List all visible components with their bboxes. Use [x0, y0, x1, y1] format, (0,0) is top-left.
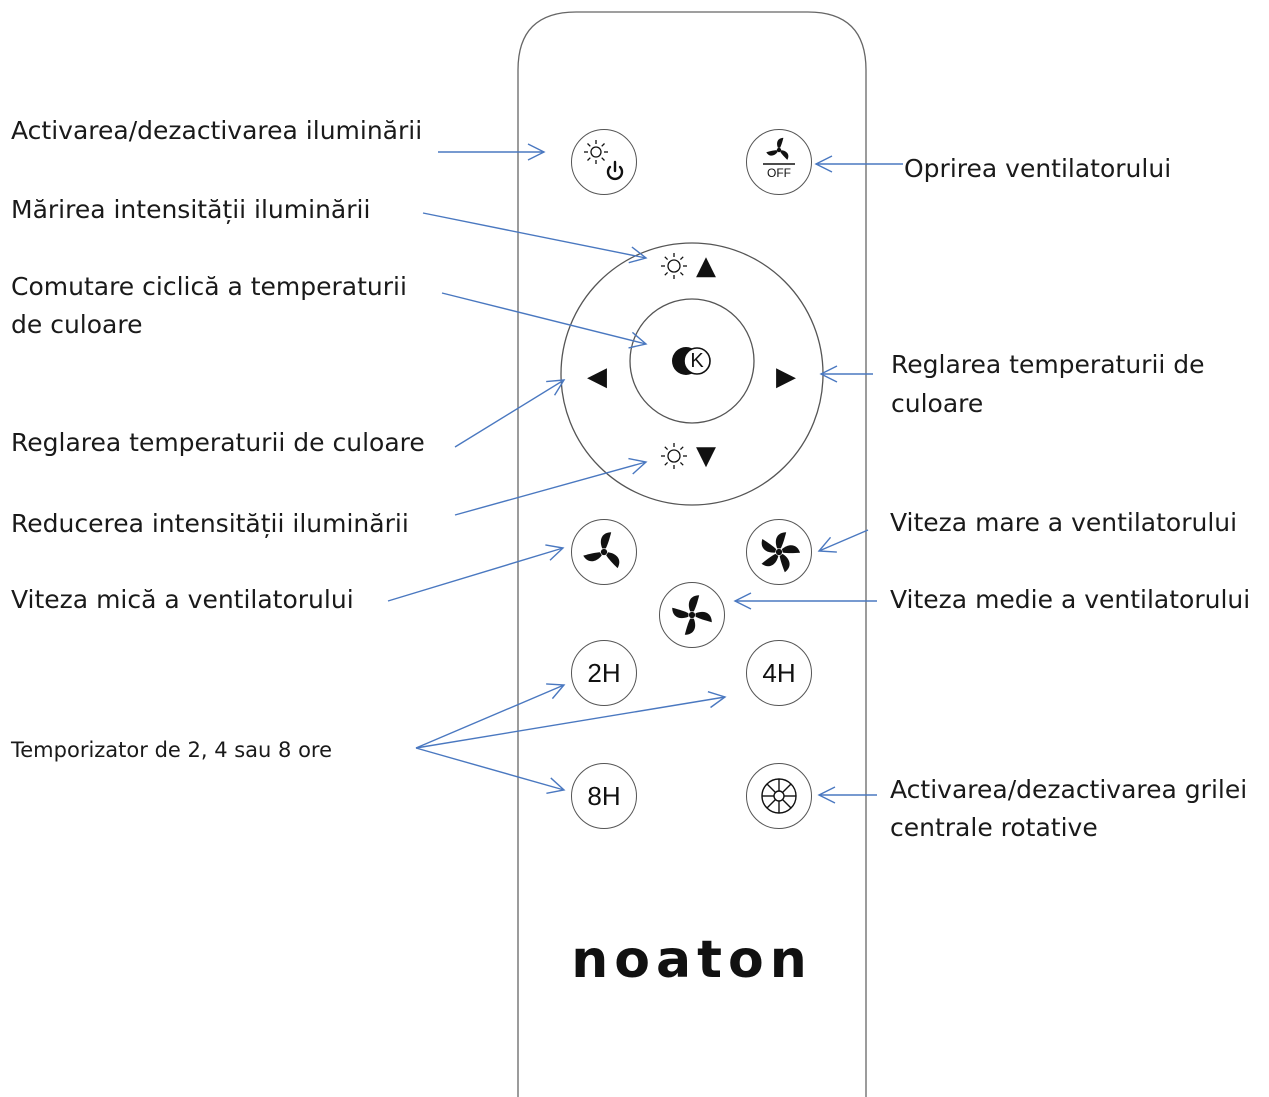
callout-arrows [387, 143, 903, 804]
label-fan-low: Viteza mică a ventilatorului [11, 585, 354, 614]
label-light-toggle: Activarea/dezactivarea iluminării [11, 116, 423, 145]
label-fan-off: Oprirea ventilatorului [904, 154, 1172, 183]
color-temp-left-button[interactable]: ◀ [587, 362, 607, 392]
label-color-cycle-line1: Comutare ciclică a temperaturii [11, 272, 407, 301]
label-brightness-down: Reducerea intensității iluminării [11, 509, 409, 538]
grille-icon [761, 778, 797, 814]
fan-low-button[interactable] [571, 519, 637, 585]
color-temperature-icon [672, 347, 711, 375]
light-toggle-button[interactable] [571, 129, 637, 195]
fan-high-button[interactable] [746, 519, 812, 585]
label-grille-line1: Activarea/dezactivarea grilei [890, 775, 1248, 804]
timer-2h-button[interactable]: 2H [571, 640, 637, 706]
timer-2h-label: 2H [587, 657, 621, 688]
up-arrow-icon: ▲ [696, 251, 716, 281]
arrow-color-cycle [441, 292, 648, 349]
arrow-color-adjust-left [454, 379, 566, 448]
dpad-inner-ring [629, 298, 755, 424]
arrow-brightness-down [454, 457, 648, 516]
brightness-down-button[interactable]: ▼ [656, 438, 728, 474]
color-temp-right-button[interactable]: ▶ [776, 362, 796, 392]
grille-rotation-button[interactable] [746, 763, 812, 829]
arrow-fan-high [817, 529, 869, 553]
arrow-brightness-up [422, 212, 648, 264]
arrow-timer-8h [415, 747, 566, 795]
label-fan-medium: Viteza medie a ventilatorului [890, 585, 1251, 614]
label-color-cycle-line2: de culoare [11, 310, 143, 339]
color-cycle-button[interactable]: K [666, 341, 722, 381]
fan-off-text: OFF [767, 166, 791, 180]
label-fan-high: Viteza mare a ventilatorului [890, 508, 1238, 537]
arrow-timer-4h [415, 691, 727, 749]
fan-medium-button[interactable] [659, 582, 725, 648]
label-color-adjust-right-line1: Reglarea temperaturii de [891, 350, 1205, 379]
fan-off-button[interactable]: OFF [746, 129, 812, 195]
fan-high-icon [761, 532, 801, 573]
label-color-adjust-left: Reglarea temperaturii de culoare [11, 428, 425, 457]
label-timer: Temporizator de 2, 4 sau 8 ore [11, 738, 333, 762]
fan-medium-icon [672, 595, 712, 635]
label-grille-line2: centrale rotative [890, 813, 1098, 842]
timer-4h-button[interactable]: 4H [746, 640, 812, 706]
brand-logo: noaton [571, 930, 813, 990]
timer-8h-label: 8H [587, 780, 621, 811]
down-arrow-icon: ▼ [696, 441, 716, 471]
timer-8h-button[interactable]: 8H [571, 763, 637, 829]
sun-icon [661, 253, 687, 279]
fan-off-icon [763, 137, 795, 165]
timer-4h-label: 4H [762, 657, 796, 688]
sun-power-icon [584, 140, 624, 181]
sun-icon [661, 443, 687, 469]
brightness-up-button[interactable]: ▲ [656, 248, 728, 284]
label-brightness-up: Mărirea intensității iluminării [11, 195, 371, 224]
arrow-timer-2h [415, 683, 566, 749]
arrow-fan-low [387, 544, 565, 602]
fan-low-icon [583, 532, 620, 569]
k-letter: K [690, 350, 704, 372]
label-color-adjust-right-line2: culoare [891, 389, 984, 418]
